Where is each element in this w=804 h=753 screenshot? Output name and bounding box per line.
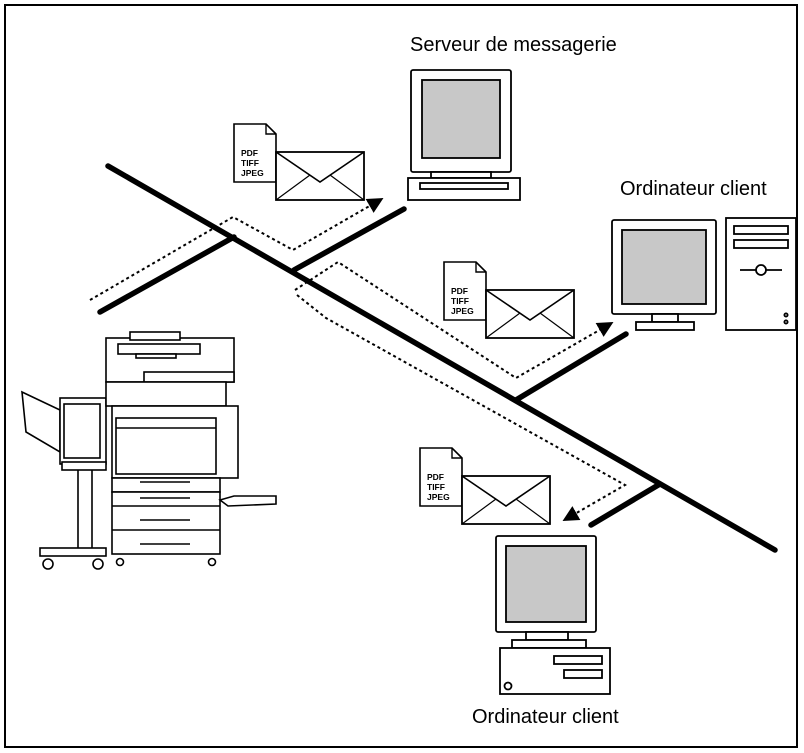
network-backbone	[97, 163, 778, 553]
transmission-paths	[89, 198, 628, 521]
svg-text:JPEG: JPEG	[451, 306, 474, 316]
email-attachment-icon: PDF TIFF JPEG	[233, 123, 365, 201]
format-pdf: PDF	[241, 148, 258, 158]
label-mail-server: Serveur de messagerie	[410, 34, 617, 56]
email-attachment-icon: PDF TIFF JPEG	[419, 447, 551, 525]
svg-text:JPEG: JPEG	[427, 492, 450, 502]
email-attachment-icon: PDF TIFF JPEG	[443, 261, 575, 339]
svg-text:PDF: PDF	[451, 286, 468, 296]
mail-server-computer-icon	[407, 69, 521, 201]
svg-text:TIFF: TIFF	[451, 296, 469, 306]
format-tiff: TIFF	[241, 158, 259, 168]
svg-text:TIFF: TIFF	[427, 482, 445, 492]
client-computer-right-icon	[611, 217, 797, 331]
multifunction-printer-icon	[21, 331, 277, 570]
client-computer-bottom-icon	[495, 535, 611, 695]
diagram-frame	[4, 4, 798, 748]
format-jpeg: JPEG	[241, 168, 264, 178]
label-client-computer-right: Ordinateur client	[620, 178, 767, 200]
svg-text:PDF: PDF	[427, 472, 444, 482]
label-client-computer-bottom: Ordinateur client	[472, 706, 619, 728]
